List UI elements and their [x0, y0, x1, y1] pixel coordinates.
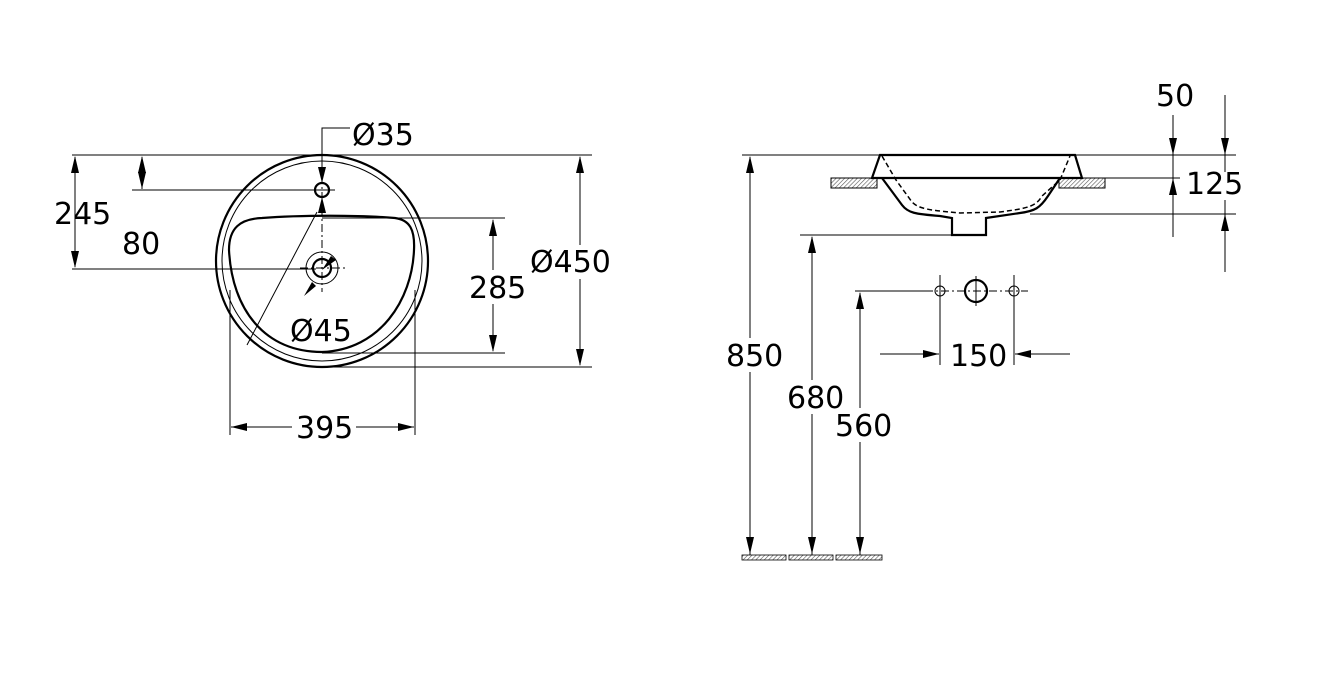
- dim-drain-from-back: 245: [54, 197, 111, 232]
- dim-supply-spacing: 150: [950, 339, 1007, 374]
- dim-total-height: 125: [1186, 167, 1243, 202]
- side-view: 50 125 150 850 680: [726, 79, 1243, 561]
- floor-segment: [835, 554, 883, 561]
- dim-drain-diameter: Ø45: [290, 314, 352, 349]
- dim-basin-width: 395: [296, 411, 353, 446]
- basin-rim-profile: [870, 153, 1084, 180]
- top-view: 245 80 Ø35 Ø45 285 Ø450 395: [54, 118, 612, 446]
- dim-outer-diameter: Ø450: [530, 245, 611, 280]
- countertop-right: [1058, 177, 1106, 189]
- dim-counter-height: 850: [726, 339, 783, 374]
- dim-overflow-from-back: 80: [122, 227, 160, 262]
- floor-segment: [741, 554, 787, 561]
- dim-basin-depth: 285: [469, 271, 526, 306]
- dim-waste-height: 680: [787, 381, 844, 416]
- countertop-left: [830, 177, 878, 189]
- basin-bowl-profile: [881, 177, 1061, 237]
- basin-inner-hidden-line: [881, 155, 1071, 214]
- dim-rim-above-counter: 50: [1156, 79, 1194, 114]
- basin-bowl-outline: [227, 214, 416, 354]
- dim-supply-height: 560: [835, 409, 892, 444]
- dim-overflow-diameter: Ø35: [352, 118, 414, 153]
- floor-segment: [788, 554, 834, 561]
